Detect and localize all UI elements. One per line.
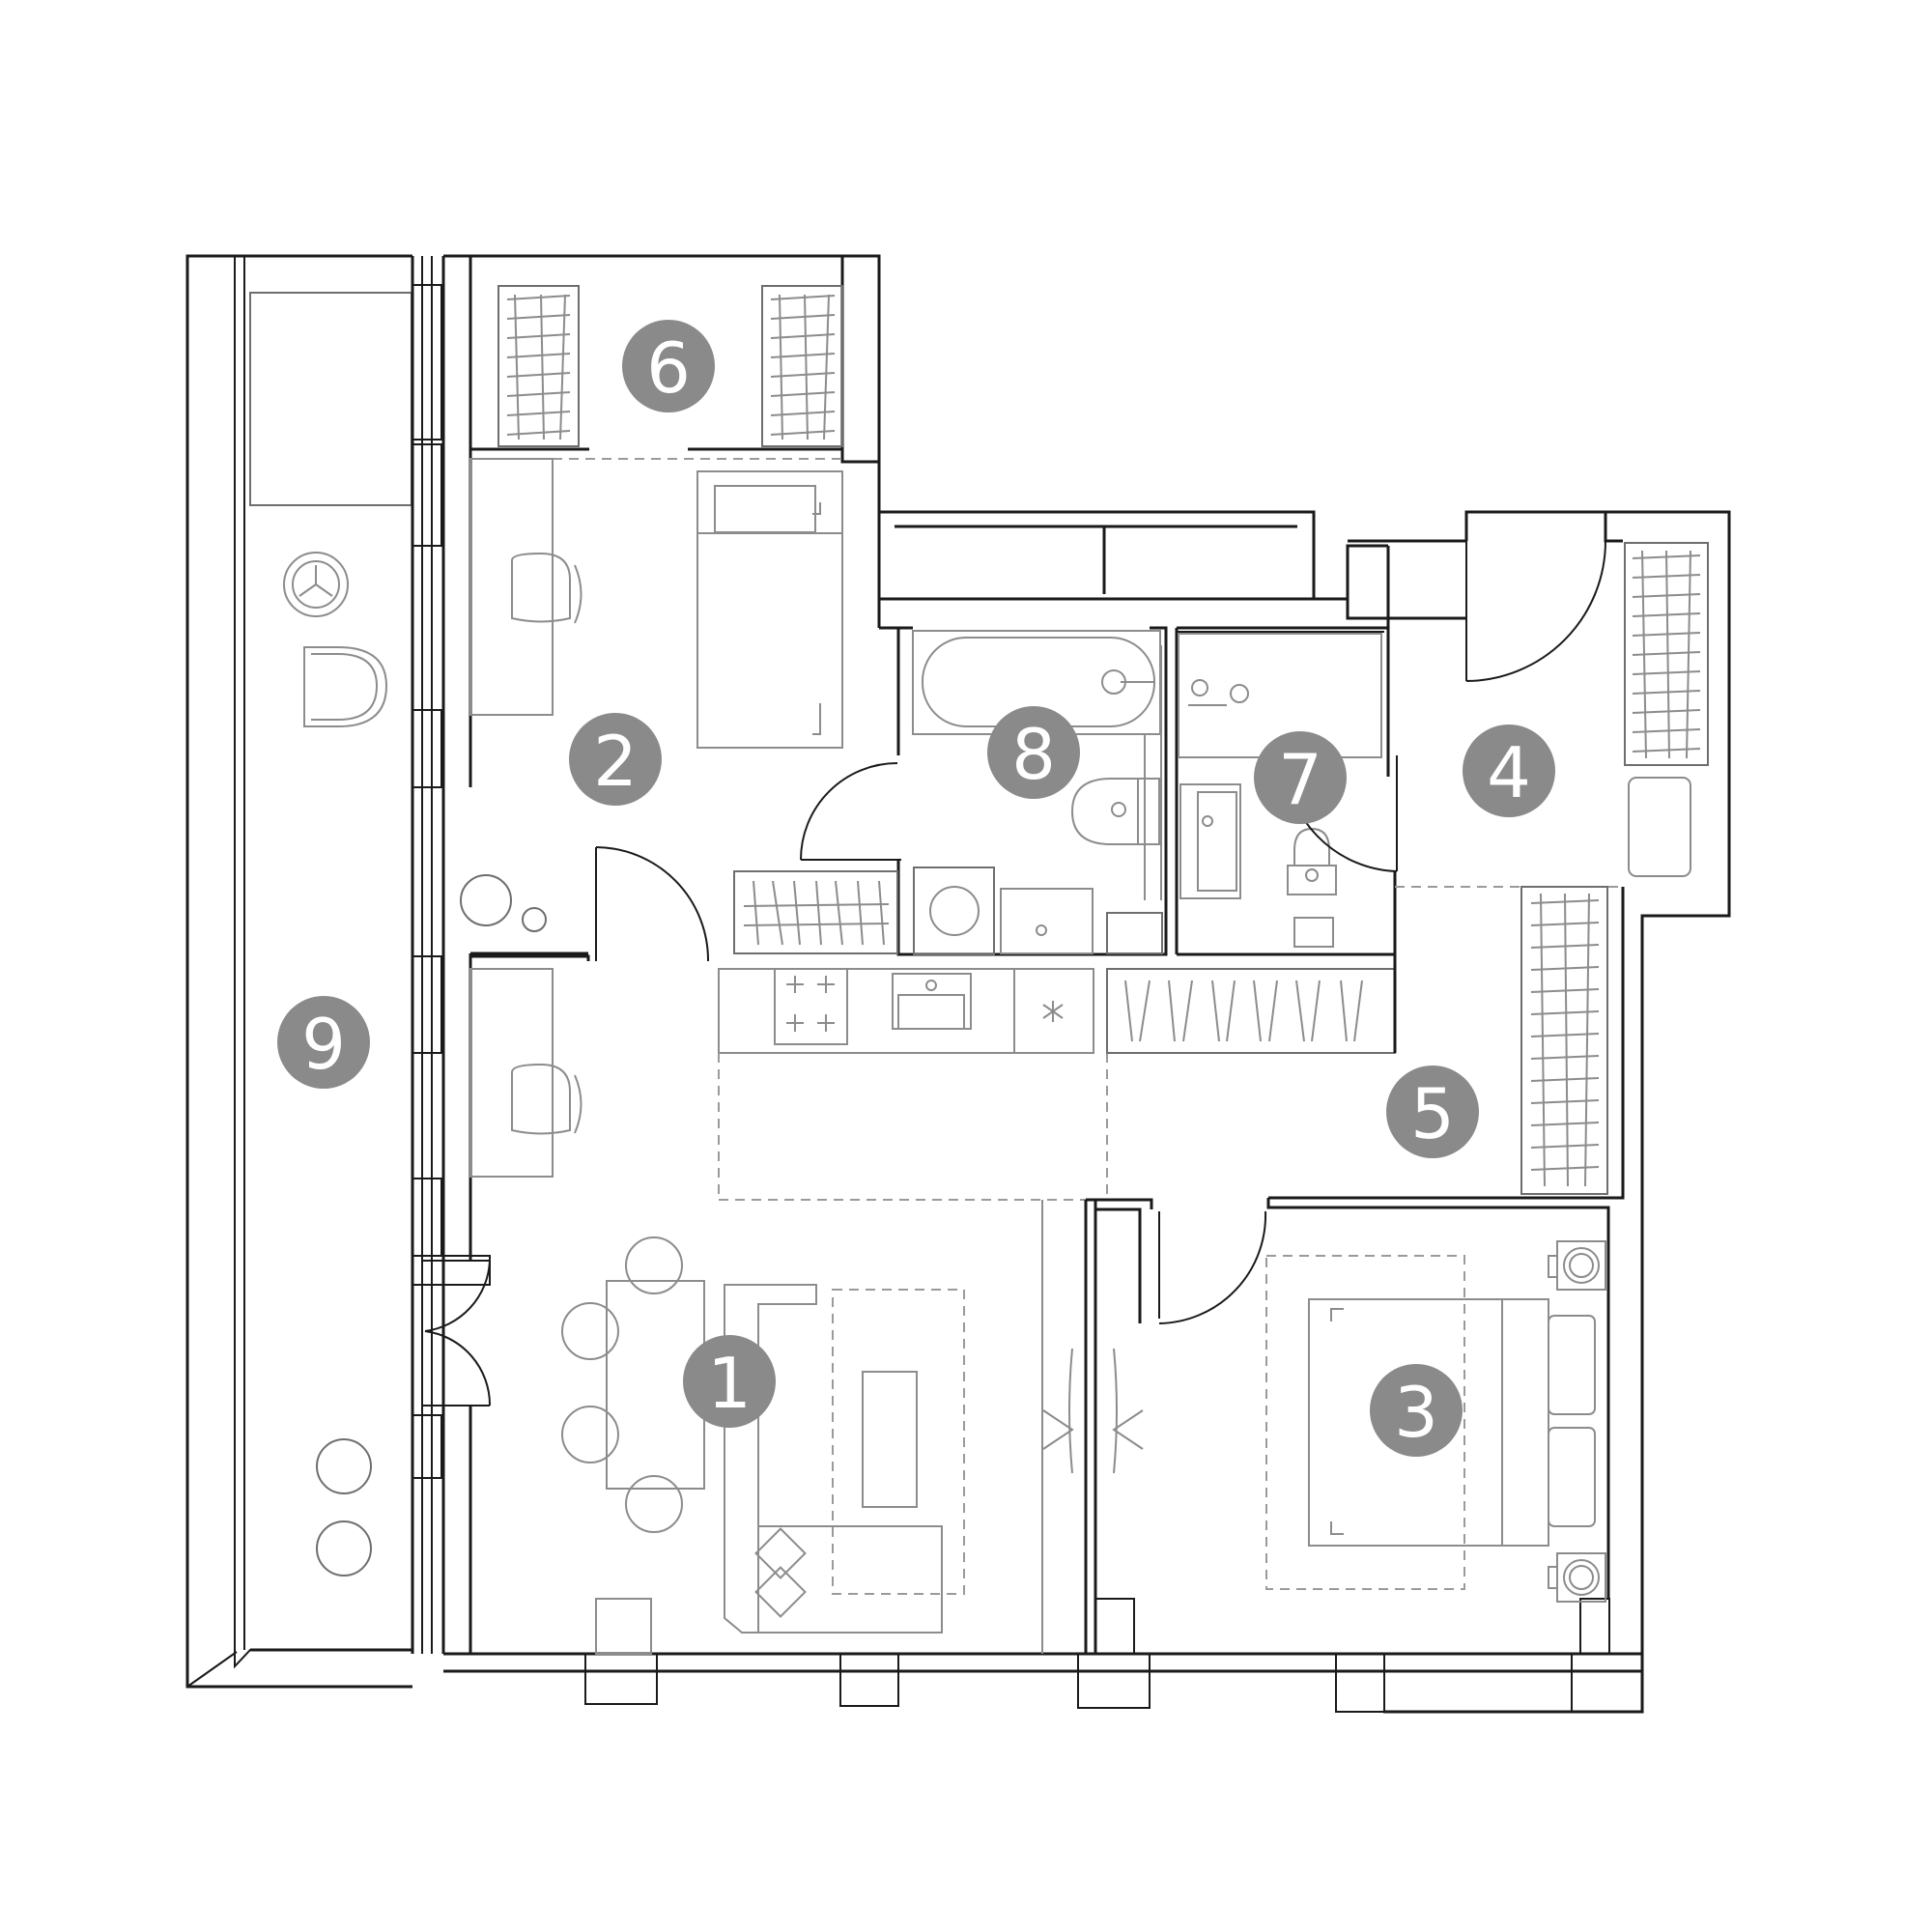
room-badge-7: 7 (1254, 731, 1347, 824)
room-badge-2: 2 (569, 713, 662, 806)
room-4-ottoman (1628, 777, 1691, 877)
balcony-window-frame (411, 256, 491, 1654)
room-3-bed (1308, 1298, 1596, 1547)
room-badge-3: 3 (1370, 1364, 1463, 1457)
kitchen-sink (892, 973, 972, 1030)
room-badge-8: 8 (987, 706, 1080, 799)
svg-text:9: 9 (301, 1004, 346, 1085)
room-4-wardrobe (1624, 542, 1709, 766)
room-3-door (1158, 1210, 1267, 1324)
room-1-sofa (724, 1284, 943, 1634)
room-2-desk (469, 458, 582, 716)
room-3-nightstand-top (1548, 1240, 1606, 1291)
room-2-plant (460, 874, 547, 932)
room-1-desk (469, 968, 582, 1178)
balcony-furniture (283, 552, 388, 1577)
svg-text:4: 4 (1487, 732, 1531, 813)
room-8-toilet (1070, 778, 1160, 845)
room-badge-5: 5 (1386, 1065, 1479, 1158)
balcony-chair-icon (303, 646, 388, 727)
room-6-wardrobe-left (497, 285, 580, 447)
room-7-sink (1179, 783, 1241, 899)
room-1-rug (832, 1289, 965, 1595)
svg-text:2: 2 (593, 721, 638, 802)
room-8-sink (1000, 888, 1094, 954)
hall-wardrobe-long (1106, 968, 1396, 1054)
room-1-coffee-table (862, 1371, 918, 1508)
svg-text:8: 8 (1011, 714, 1056, 795)
hall-wardrobe-upper (733, 870, 898, 954)
room-5-wardrobe (1520, 886, 1608, 1195)
room-1-tv-stand (595, 1598, 652, 1655)
room-4-door (1465, 540, 1606, 682)
bottom-window-frames (584, 1653, 1643, 1713)
room-3-rug (1265, 1255, 1465, 1590)
room-3-nightstand-bottom (1548, 1552, 1606, 1603)
room-8-washer (913, 867, 995, 955)
sliding-doors (1042, 1348, 1144, 1474)
svg-text:7: 7 (1278, 739, 1322, 820)
hall-utility-box (1106, 912, 1163, 954)
room-3-walls (1094, 1198, 1610, 1655)
balcony-walls (185, 254, 412, 1689)
room-2-bed (696, 470, 843, 749)
room-8-door (800, 762, 901, 861)
room-badge-1: 1 (683, 1335, 776, 1428)
room-2-walls (469, 444, 913, 961)
room-2-door (595, 846, 710, 962)
kitchen-extractor (1042, 1001, 1064, 1022)
room-badge-4: 4 (1463, 724, 1555, 817)
balcony-plant-icon (316, 1438, 372, 1577)
svg-text:3: 3 (1394, 1372, 1438, 1453)
room-1-dining-table (561, 1236, 705, 1533)
room-badge-9: 9 (277, 996, 370, 1089)
room-4-walls (1346, 512, 1623, 888)
svg-text:1: 1 (707, 1343, 752, 1424)
kitchen-cooktop (774, 968, 848, 1045)
room-1-door-balcony (422, 1260, 492, 1406)
room-5-walls (1268, 887, 1625, 1200)
svg-text:6: 6 (646, 327, 691, 409)
balcony-fan-icon (283, 552, 349, 617)
svg-text:5: 5 (1410, 1073, 1455, 1154)
room-6-wardrobe-right (761, 285, 843, 447)
corridor-storage (877, 510, 1316, 601)
room-badge-6: 6 (622, 320, 715, 412)
